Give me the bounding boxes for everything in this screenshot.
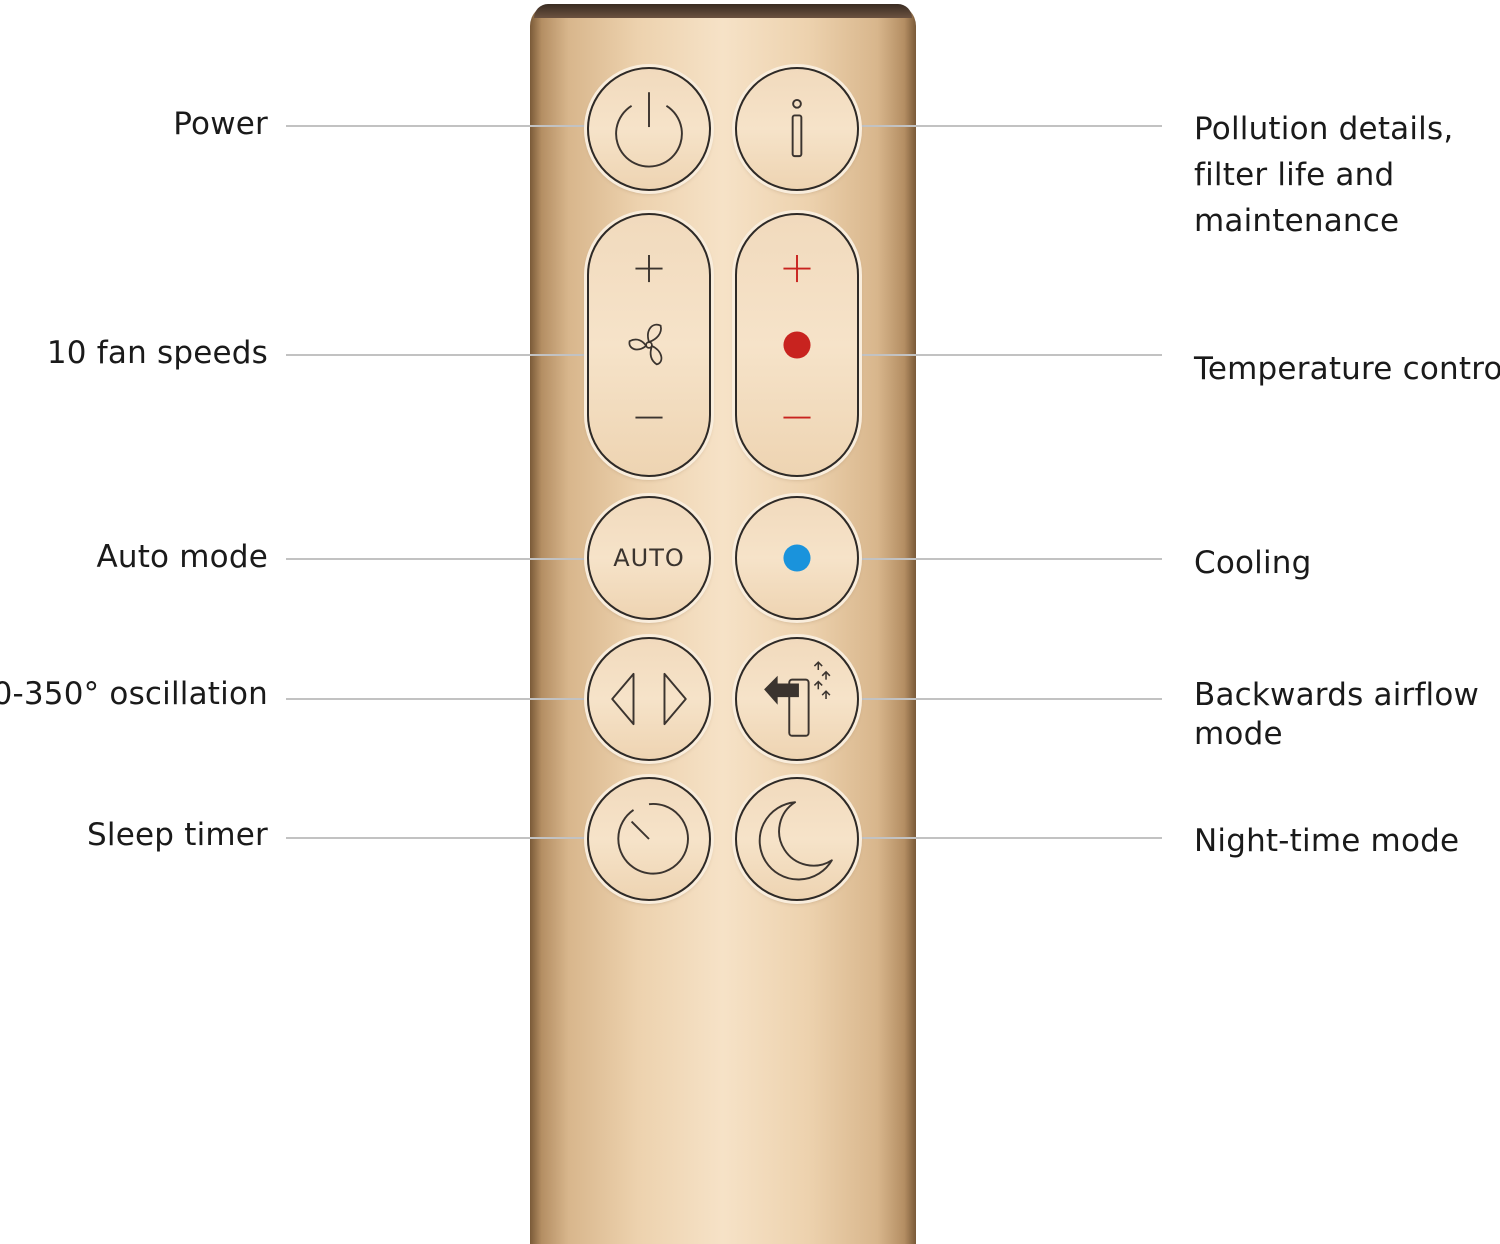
power-button[interactable] — [587, 67, 711, 191]
label-night: Night-time mode — [1194, 823, 1460, 859]
remote-top-cap — [534, 4, 912, 18]
label-power: Power — [173, 106, 268, 142]
leader-auto-mode — [286, 558, 586, 560]
heat-dot-icon — [783, 331, 811, 359]
oscillation-button[interactable] — [587, 637, 711, 761]
auto-mode-button[interactable]: AUTO — [587, 496, 711, 620]
label-cooling: Cooling — [1194, 545, 1312, 581]
info-icon — [791, 99, 803, 158]
backwards-airflow-button[interactable] — [735, 637, 859, 761]
fan-speed-button[interactable] — [587, 213, 711, 477]
moon-icon — [758, 801, 833, 881]
leader-fan-speeds — [286, 354, 586, 356]
label-backwards: Backwards airflow mode — [1194, 677, 1480, 752]
temperature-button[interactable] — [735, 213, 859, 477]
auto-button-text: AUTO — [613, 544, 685, 572]
label-fan-speeds: 10 fan speeds — [46, 335, 268, 371]
label-temperature: Temperature control — [1194, 351, 1500, 387]
leader-oscillation — [286, 698, 586, 700]
remote-control-body — [530, 4, 916, 1244]
leader-cooling — [860, 558, 1162, 560]
leader-sleep-timer — [286, 837, 586, 839]
fan-icon — [628, 323, 663, 366]
leader-temperature — [860, 354, 1162, 356]
cool-dot-icon — [783, 544, 811, 572]
timer-icon — [617, 802, 689, 875]
leader-night — [860, 837, 1162, 839]
oscillation-arrows-icon — [611, 672, 687, 726]
power-icon — [615, 92, 683, 168]
sleep-timer-button[interactable] — [587, 777, 711, 901]
cooling-button[interactable] — [735, 496, 859, 620]
backwards-airflow-icon — [764, 661, 831, 737]
temperature-plus-icon — [783, 255, 811, 283]
temperature-icons — [783, 255, 811, 419]
label-oscillation: 0-350° oscillation — [0, 676, 268, 712]
leader-backwards — [860, 698, 1162, 700]
leader-power — [286, 125, 586, 127]
fan-plus-icon — [635, 255, 663, 283]
label-sleep-timer: Sleep timer — [87, 817, 268, 853]
leader-pollution — [860, 125, 1162, 127]
info-button[interactable] — [735, 67, 859, 191]
night-mode-button[interactable] — [735, 777, 859, 901]
label-auto-mode: Auto mode — [96, 539, 268, 575]
label-pollution: Pollution details, filter life and maint… — [1194, 111, 1454, 239]
fan-speed-icons — [628, 255, 663, 419]
